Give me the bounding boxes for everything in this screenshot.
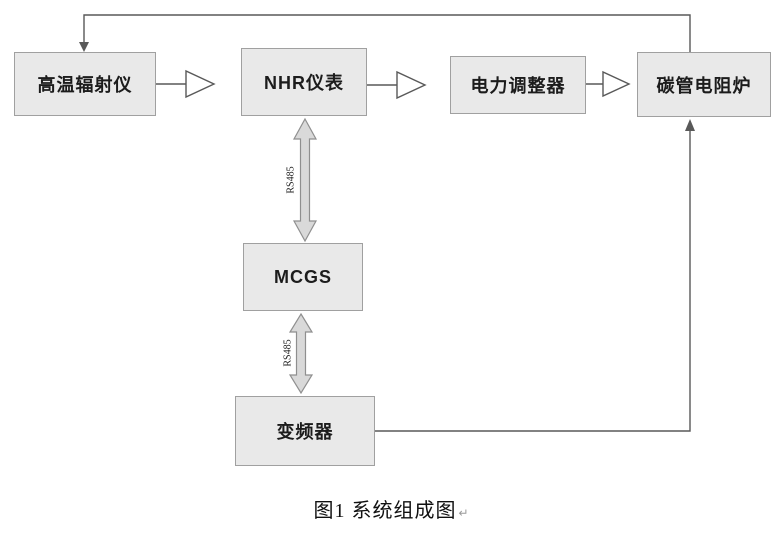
rs485-label-bottom: RS485 — [282, 339, 294, 367]
node-mcgs: MCGS — [243, 243, 363, 311]
nhr-to-regulator-arrow-icon — [396, 70, 427, 100]
inverter-to-furnace-arrowhead-icon — [685, 119, 695, 131]
node-power-regulator: 电力调整器 — [450, 56, 586, 114]
node-radiometer: 高温辐射仪 — [14, 52, 156, 116]
nhr-mcgs-double-arrow-icon — [292, 117, 318, 243]
node-nhr-meter: NHR仪表 — [241, 48, 367, 116]
node-furnace: 碳管电阻炉 — [637, 52, 771, 117]
rs485-label-top: RS485 — [285, 166, 297, 194]
node-inverter: 变频器 — [235, 396, 375, 466]
mcgs-inverter-double-arrow-icon — [288, 312, 314, 395]
feedback-arrowhead-icon — [79, 42, 89, 52]
paragraph-mark: ↵ — [458, 506, 470, 520]
regulator-to-furnace-arrow-icon — [602, 70, 631, 98]
radiometer-to-nhr-arrow-icon — [185, 69, 216, 99]
inverter-to-furnace-line — [375, 124, 691, 432]
feedback-line — [83, 14, 691, 52]
figure-caption-text: 图1 系统组成图 — [313, 500, 457, 522]
figure-caption: 图1 系统组成图↵ — [0, 494, 783, 523]
